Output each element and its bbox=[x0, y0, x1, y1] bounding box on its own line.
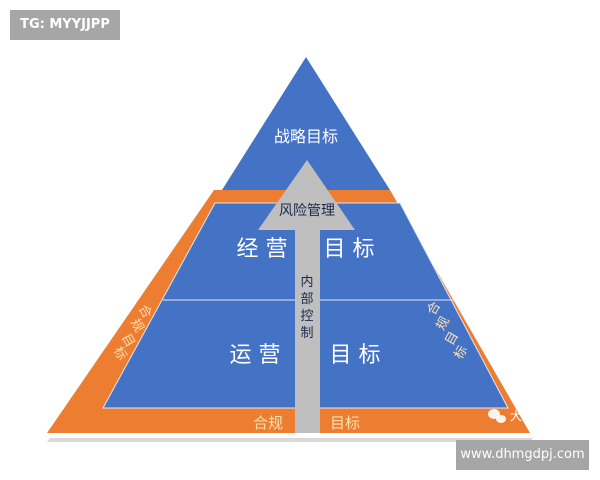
side-char: 规 bbox=[127, 316, 146, 335]
side-char: 目 bbox=[443, 329, 462, 348]
pyramid-shadow bbox=[47, 438, 533, 442]
internal-control-arrow bbox=[258, 160, 355, 433]
side-char: 标 bbox=[110, 344, 129, 363]
internal-control-label: 内 部 控 制 bbox=[300, 274, 313, 341]
base-compliance-right: 目标 bbox=[330, 414, 360, 432]
shaft-char: 控 bbox=[300, 309, 313, 324]
right-compliance-label: 合 规 目 标 bbox=[425, 299, 471, 362]
strategy-tier bbox=[222, 57, 390, 190]
strategy-label: 战略目标 bbox=[274, 127, 338, 146]
shaft-char: 内 bbox=[300, 274, 313, 290]
site-watermark: www.dhmgdpj.com bbox=[456, 440, 589, 470]
operations-label-right: 目 标 bbox=[330, 343, 381, 368]
side-char: 合 bbox=[135, 302, 154, 321]
tag-label: TG: MYYJJPP bbox=[10, 10, 120, 40]
operating-label-left: 经 营 bbox=[237, 237, 288, 262]
shaft-char: 制 bbox=[300, 326, 313, 341]
shaft-char: 部 bbox=[300, 292, 313, 307]
brand-watermark: 大风控 bbox=[510, 409, 546, 423]
wechat-icon bbox=[488, 409, 506, 423]
left-compliance-label: 合 规 目 标 bbox=[110, 302, 154, 363]
operating-label-right: 目 标 bbox=[324, 237, 375, 262]
risk-management-label: 风险管理 bbox=[279, 203, 335, 219]
side-char: 合 bbox=[425, 299, 444, 318]
operations-label-left: 运 营 bbox=[230, 343, 281, 368]
base-compliance-left: 合规 bbox=[253, 414, 283, 432]
side-char: 目 bbox=[118, 331, 137, 350]
side-char: 标 bbox=[452, 343, 471, 362]
side-char: 规 bbox=[434, 314, 453, 333]
